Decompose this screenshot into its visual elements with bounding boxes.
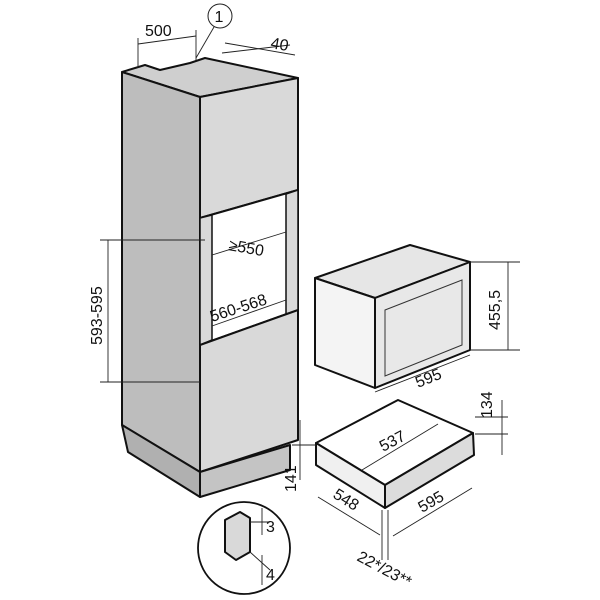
dim-appliance-height: 455,5	[487, 290, 504, 330]
dim-niche-height: 593-595	[89, 286, 106, 345]
cabinet-dimension-lines	[100, 3, 296, 383]
plinth-side	[121, 424, 201, 498]
dim-min-depth: ≥550	[227, 237, 265, 260]
dim-40: 40	[269, 35, 290, 55]
lower-door	[199, 309, 299, 473]
detail-magnifier	[197, 501, 291, 595]
dim-drawer-height: 134	[479, 391, 496, 418]
dim-front-thickness: 22*/23**	[354, 549, 414, 592]
detail-gap-bottom: 4	[266, 567, 275, 584]
built-in-appliance	[314, 244, 520, 393]
dim-500: 500	[145, 23, 172, 40]
tall-cabinet	[121, 57, 299, 498]
detail-gap-top: 3	[266, 519, 275, 536]
cabinet-side	[121, 71, 201, 473]
dim-drawer-niche-height: 141	[283, 465, 300, 492]
warming-drawer	[292, 399, 508, 560]
callout-number: 1	[215, 9, 224, 26]
